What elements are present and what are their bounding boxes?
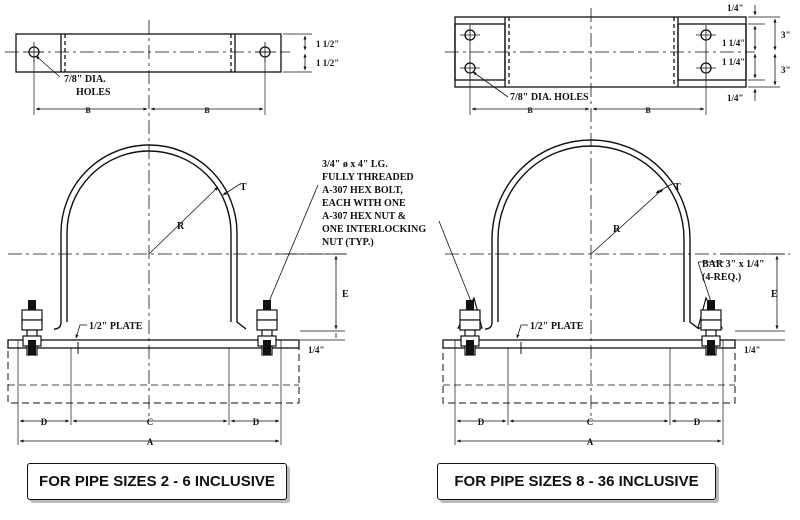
right-plate-label: 1/2" PLATE: [530, 321, 584, 332]
left-dim-b-right: B: [204, 106, 210, 115]
right-bar-note-2: (4-REQ.): [702, 272, 741, 283]
right-bar-note-1: BAR 3" x 1/4": [702, 259, 765, 270]
left-dim-c: C: [147, 417, 154, 427]
left-dim-b-left: B: [85, 106, 91, 115]
left-label-e: E: [342, 289, 349, 300]
left-strap-plan: [15, 33, 282, 73]
left-holes-note-2: HOLES: [76, 87, 111, 98]
bolt-note-line-6: ONE INTERLOCKING: [322, 224, 426, 235]
bolt-note-line-1: 3/4" ø x 4" LG.: [322, 159, 388, 170]
right-quarter-bottom: 1/4": [727, 93, 744, 103]
left-dim-d-right: D: [253, 417, 260, 427]
bolt-note-line-7: NUT (TYP.): [322, 237, 374, 248]
right-quarter-top: 1/4": [727, 3, 744, 13]
caption-right: FOR PIPE SIZES 8 - 36 INCLUSIVE: [437, 463, 716, 500]
left-quarter-label: 1/4": [308, 345, 325, 355]
right-bolt-1: [459, 300, 481, 356]
right-dim-b-right: B: [645, 106, 651, 115]
left-plate: [7, 339, 300, 349]
right-dim-c: C: [587, 417, 594, 427]
right-pipe: [442, 347, 736, 404]
left-label-r: R: [177, 221, 185, 232]
right-dim-d-right: D: [694, 417, 701, 427]
left-elevation: [7, 144, 350, 445]
bolt-note-line-4: EACH WITH ONE: [322, 198, 406, 209]
left-dim-height-top: 1 1/2": [316, 39, 339, 49]
right-holes-note: 7/8" DIA. HOLES: [510, 92, 589, 103]
left-bolt-1: [21, 300, 43, 356]
bolt-note-line-5: A-307 HEX NUT &: [322, 211, 406, 222]
right-dim-d-left: D: [478, 417, 485, 427]
left-dim-d-left: D: [41, 417, 48, 427]
right-dim-a: A: [587, 437, 594, 447]
right-label-t: T: [674, 182, 681, 193]
left-top-view: [5, 20, 312, 170]
right-dim-3-top: 3": [781, 30, 791, 40]
right-top-view: [445, 5, 780, 170]
right-dim-114-bottom: 1 1/4": [722, 57, 745, 67]
right-quarter-label: 1/4": [744, 345, 761, 355]
right-plate: [442, 339, 736, 349]
right-label-r: R: [613, 224, 621, 235]
bolt-note-line-2: FULLY THREADED: [322, 172, 414, 183]
left-dim-a: A: [147, 437, 154, 447]
left-holes-note-1: 7/8" DIA.: [64, 74, 106, 85]
right-bolt-2: [700, 300, 722, 356]
left-plate-label: 1/2" PLATE: [89, 321, 143, 332]
left-pipe: [7, 347, 300, 404]
left-label-t: T: [240, 182, 247, 193]
left-u-strap: [60, 144, 247, 330]
right-dim-b-left: B: [527, 106, 533, 115]
bolt-note-line-3: A-307 HEX BOLT,: [322, 185, 403, 196]
right-dim-3-bottom: 3": [781, 65, 791, 75]
caption-left: FOR PIPE SIZES 2 - 6 INCLUSIVE: [27, 463, 287, 500]
left-dim-height-bottom: 1 1/2": [316, 58, 339, 68]
bolt-note: 3/4" ø x 4" LG. FULLY THREADED A-307 HEX…: [322, 159, 426, 248]
right-u-strap: [491, 139, 700, 330]
right-label-e: E: [771, 289, 778, 300]
right-elevation: [438, 139, 790, 445]
right-dim-114-top: 1 1/4": [722, 38, 745, 48]
left-bolt-2: [256, 300, 278, 356]
